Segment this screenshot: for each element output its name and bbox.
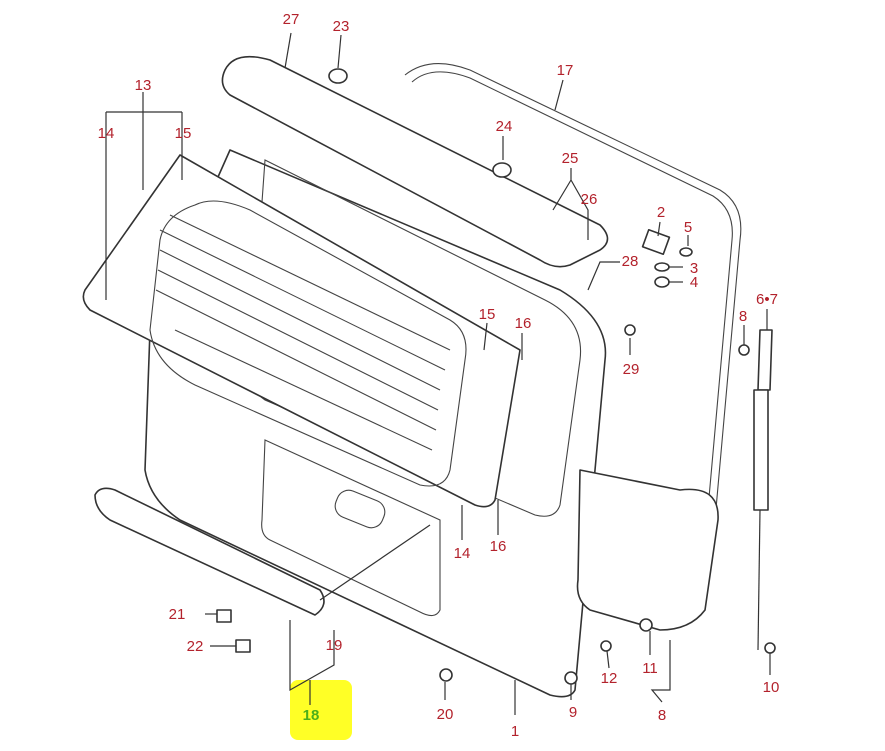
clip-24 [492,162,512,178]
clip-29 [624,324,636,336]
spoiler-27 [221,55,609,268]
callout-label-21: 21 [169,606,186,623]
screw-12 [600,640,612,652]
callout-label-8: 8 [739,308,747,325]
callout-label-8: 8 [658,707,666,724]
bolt-8 [738,344,750,356]
callout-label-28: 28 [622,253,639,270]
nut-4 [654,276,670,288]
callout-label-17: 17 [557,62,574,79]
callout-label-24: 24 [496,118,513,135]
back-glass [149,200,467,487]
hinge-2 [641,228,671,256]
back-glass-frame-13 [82,154,521,508]
bumper-9 [564,671,578,685]
handle-opening [334,489,386,529]
callout-label-18: 18 [303,707,320,724]
cap-22 [235,639,251,653]
callout-label-25: 25 [562,150,579,167]
callout-label-20: 20 [437,706,454,723]
clip-23 [328,68,348,84]
bolt-5 [679,247,693,257]
callout-label-27: 27 [283,11,300,28]
callout-label-14: 14 [454,545,471,562]
callout-label-1: 1 [511,723,519,740]
callout-label-19: 19 [326,637,343,654]
callout-label-22: 22 [187,638,204,655]
trim-panel-10 [576,469,719,631]
callout-label-12: 12 [601,670,618,687]
highlight-marker [290,680,352,740]
license-recess [261,439,441,617]
bolt-8b [764,642,776,654]
callout-label-4: 4 [690,274,698,291]
callout-label-11: 11 [642,660,658,677]
callout-label-14: 14 [98,125,115,142]
callout-label-9: 9 [569,704,577,721]
callout-label-10: 10 [763,679,780,696]
defogger-lines [155,214,451,451]
callout-label-3: 3 [690,260,698,277]
callout-label-26: 26 [581,191,598,208]
callout-label-23: 23 [333,18,350,35]
callout-label-15: 15 [175,125,192,142]
cap-21 [216,609,232,623]
callout-label-15: 15 [479,306,496,323]
callout-label-2: 2 [657,204,665,221]
leader-lines [105,32,771,715]
weatherstrip-inner-line [411,71,733,521]
callout-label-16: 16 [490,538,507,555]
damper-rod [757,509,761,651]
clip-11 [639,618,653,632]
washer-3 [654,262,670,272]
clip-20 [439,668,453,682]
damper-upper [757,329,773,391]
callout-label-5: 5 [684,219,692,236]
callout-label-6-7: 6•7 [756,291,778,308]
damper-6-7 [753,389,769,511]
garnish-19 [94,487,325,616]
callout-label-13: 13 [135,77,152,94]
callout-label-29: 29 [623,361,640,378]
callout-label-16: 16 [515,315,532,332]
